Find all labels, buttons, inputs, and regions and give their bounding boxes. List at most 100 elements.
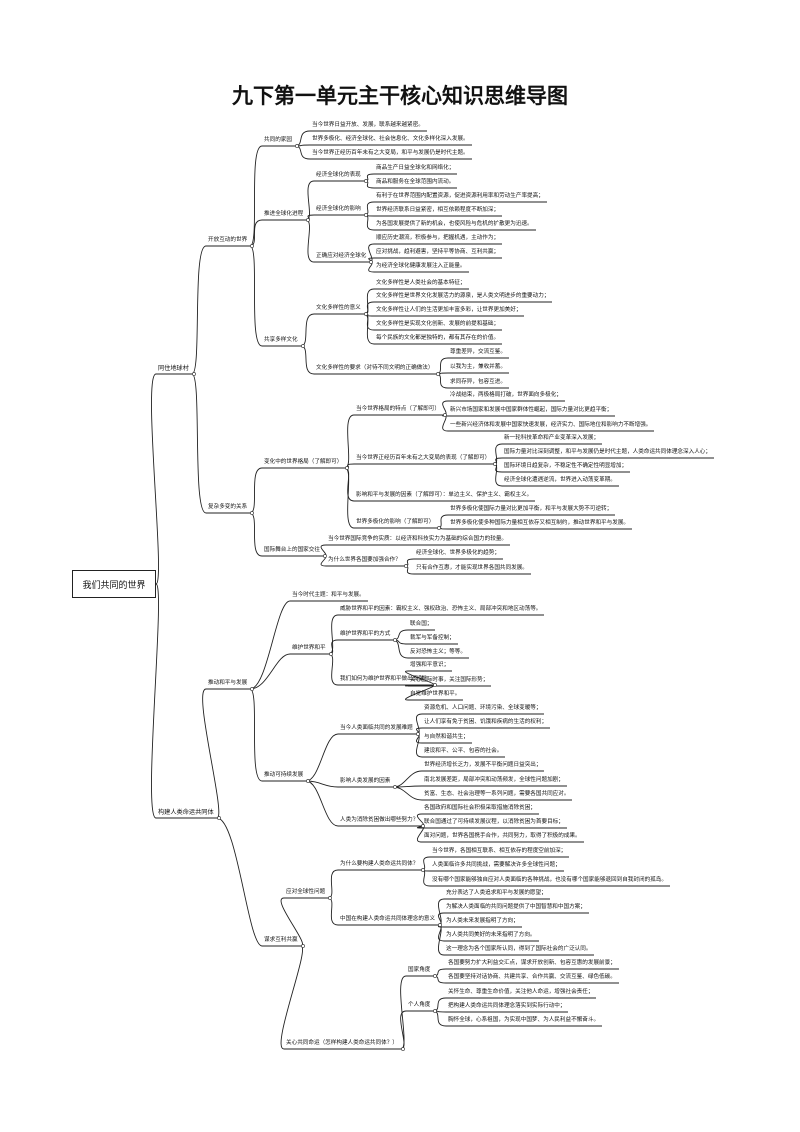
connector-line bbox=[492, 443, 503, 465]
mind-map-node: 资源危机、人口问题、环境污染、全球变暖等； bbox=[424, 705, 542, 711]
connector-line bbox=[442, 414, 449, 432]
branch-toggle-dot bbox=[250, 511, 254, 515]
connector-line bbox=[249, 600, 291, 690]
page-title: 九下第一单元主干核心知识思维导图 bbox=[232, 84, 568, 108]
mind-map-node: 新一轮科技革命和产业变革深入发展； bbox=[504, 435, 600, 441]
connector-line bbox=[249, 245, 263, 347]
connector-line bbox=[216, 817, 263, 947]
mind-map-node: 尊重差异，交流互鉴。 bbox=[450, 349, 506, 355]
branch-toggle-dot bbox=[192, 372, 196, 376]
mind-map-node: 世界多极化使国际力量对比更加平衡，和平与发展大势不可逆转； bbox=[450, 506, 613, 512]
mind-map-node: 构建人类命运共同体 bbox=[158, 809, 214, 816]
mind-map-node: 当今世界正经历百年未有之大变局，和平与发展仍是时代主题。 bbox=[312, 150, 469, 156]
mind-map-node: 世界多极化的影响（了解即可） bbox=[356, 519, 435, 525]
connector-line bbox=[344, 467, 355, 529]
connector-line bbox=[280, 945, 303, 1050]
branch-toggle-dot bbox=[345, 466, 349, 470]
connector-line bbox=[435, 373, 449, 389]
branch-toggle-dot bbox=[217, 816, 221, 820]
mind-map-node: 文化多样性的意义 bbox=[316, 305, 361, 311]
branch-toggle-dot bbox=[438, 923, 442, 927]
mind-map-node: 正确应对经济全球化 bbox=[316, 253, 367, 259]
mind-map-node: 南北发展差距，局部冲突和动荡频发，全球性问题加剧； bbox=[424, 777, 564, 783]
mind-map-node: 没有哪个国家能够独自应对人类面临的各种挑战，也没有哪个国家能够退回到自我封闭的孤… bbox=[432, 877, 667, 883]
branch-toggle-dot bbox=[301, 944, 305, 948]
mind-map-node: 各国政府和国际社会积极采取措施消除贫困； bbox=[424, 805, 536, 811]
mind-map-node: 影响人类发展的因素 bbox=[340, 778, 391, 784]
connector-line bbox=[327, 897, 339, 926]
mind-map-node: 胸怀全球，心系祖国，为实现中国梦、为人民利益不懈奋斗。 bbox=[448, 1017, 600, 1023]
connector-line bbox=[415, 733, 423, 758]
branch-toggle-dot bbox=[250, 687, 254, 691]
mind-map-node: 人类面临许多共同挑战，需要解决许多全球性问题； bbox=[432, 862, 561, 868]
branch-toggle-dot bbox=[301, 344, 305, 348]
connector-line bbox=[392, 770, 423, 788]
connector-line bbox=[420, 856, 431, 871]
mind-map-node: 同住地球村 bbox=[158, 365, 189, 372]
mind-map-node: 有利于在世界范围内配置资源，促进资源利用率和劳动生产率提高； bbox=[376, 193, 544, 199]
mind-map-node: 人类为消除贫困做出哪些努力？ bbox=[340, 817, 419, 823]
connector-line bbox=[420, 869, 431, 887]
branch-toggle-dot bbox=[443, 413, 447, 417]
connector-line bbox=[363, 288, 375, 315]
mind-map-node: 与自然和谐共生； bbox=[424, 734, 469, 740]
mind-map-node: 贫富、生态、社会治理等一系列问题，需要各国共同应对。 bbox=[424, 791, 570, 797]
connector-line bbox=[437, 924, 445, 956]
branch-toggle-dot bbox=[329, 652, 333, 656]
mind-map-node: 为人类共同美好的未来指明了方向。 bbox=[446, 932, 536, 938]
mind-map-node: 变化中的世界格局（了解即可） bbox=[264, 459, 343, 465]
mind-map-node: 当今世界正经历百年未有之大变局的表现（了解即可） bbox=[356, 455, 491, 461]
connector-line bbox=[328, 614, 339, 655]
branch-toggle-dot bbox=[250, 244, 254, 248]
mind-map-node: 关心共同命运（怎样构建人类命运共同体？） bbox=[286, 1040, 398, 1046]
mind-map-node: 应对全球性问题 bbox=[286, 889, 326, 895]
mind-map-node: 影响和平与发展的因素（了解即可）：单边主义、保护主义、霸权主义。 bbox=[356, 492, 533, 498]
connector-line bbox=[191, 373, 207, 514]
connector-line bbox=[191, 245, 207, 375]
mind-map-node: 联合国通过了可持续发展议程，以消除贫困为首要目标； bbox=[424, 819, 564, 825]
mind-map-node: 为什么要构建人类命运共同体？ bbox=[340, 861, 419, 867]
mind-map-node: 维护世界和平的方式 bbox=[340, 631, 391, 637]
mind-map-node: 把构建人类命运共同体理念落实到实际行动中； bbox=[448, 1003, 566, 1009]
connector-line bbox=[363, 214, 375, 231]
mind-map-node: 为人类未来发展指明了方向； bbox=[446, 918, 519, 924]
mind-map-node: 各国要努力扩大利益交汇点，谋求开放创新、包容互惠的发展前景； bbox=[448, 960, 616, 966]
connector-line bbox=[249, 653, 291, 690]
branch-toggle-dot bbox=[306, 779, 310, 783]
mind-map-node: 自觉维护世界和平。 bbox=[410, 691, 461, 697]
connector-line bbox=[202, 688, 220, 819]
connector-line bbox=[305, 780, 339, 827]
connector-line bbox=[151, 373, 159, 585]
connector-line bbox=[328, 653, 339, 686]
connector-line bbox=[249, 219, 263, 247]
mind-map-node: 每个民族的文化都是独特的，都有其存在的价值。 bbox=[376, 335, 500, 341]
mind-map-node: 世界经济增长乏力，发展不平衡问题日益突出； bbox=[424, 762, 542, 768]
mind-map-node: 当今世界格局的特点（了解即可） bbox=[356, 406, 440, 412]
branch-toggle-dot bbox=[306, 218, 310, 222]
mind-map-node: 建设和平、公平、包容的社会。 bbox=[424, 748, 503, 754]
mind-map-node: 商品生产日益全球化和网络化； bbox=[376, 165, 455, 171]
branch-toggle-dot bbox=[393, 638, 397, 642]
mind-map-node: 世界多极化、经济全球化、社会信息化、文化多样化深入发展。 bbox=[312, 136, 469, 142]
mind-map-node: 当今人类面临共同的发展难题 bbox=[340, 725, 413, 731]
mind-map-node: 威胁世界和平的因素：霸权主义、强权政治、恐怖主义、局部冲突和地区动荡等。 bbox=[340, 606, 542, 612]
connector-line bbox=[151, 583, 159, 819]
connector-line bbox=[432, 1010, 447, 1027]
branch-toggle-dot bbox=[364, 213, 368, 217]
connector-line bbox=[392, 786, 423, 801]
mind-map-node: 商品和服务在全球范围内流动。 bbox=[376, 179, 455, 185]
mind-map-node: 联合国； bbox=[410, 621, 433, 627]
branch-toggle-dot bbox=[369, 260, 373, 264]
mind-map-node: 共同的家园 bbox=[264, 137, 292, 143]
mind-map-node: 各国要坚持对话协商、共建共享、合作共赢、交流互鉴、绿色低碳。 bbox=[448, 974, 616, 980]
mind-map-node: 当今世界国际竞争的实质：以经济和科技实力为基础的综合国力的较量。 bbox=[328, 536, 508, 542]
mind-map-node: 国际环境日趋复杂，不稳定性不确定性明显增加； bbox=[504, 463, 628, 469]
branch-toggle-dot bbox=[295, 144, 299, 148]
mind-map-node: 经济全球化的影响 bbox=[316, 206, 361, 212]
branch-toggle-dot bbox=[393, 785, 397, 789]
mind-map-node: 文化多样性的要求（对待不同文明的正确做法） bbox=[316, 365, 434, 371]
mind-map-node: 关心国际时事，关注国际形势； bbox=[410, 677, 489, 683]
mind-map-node: 为解决人类面临的共同问题提供了中国智慧和中国方案； bbox=[446, 904, 586, 910]
mind-map-node: 经济全球化的表现 bbox=[316, 172, 361, 178]
